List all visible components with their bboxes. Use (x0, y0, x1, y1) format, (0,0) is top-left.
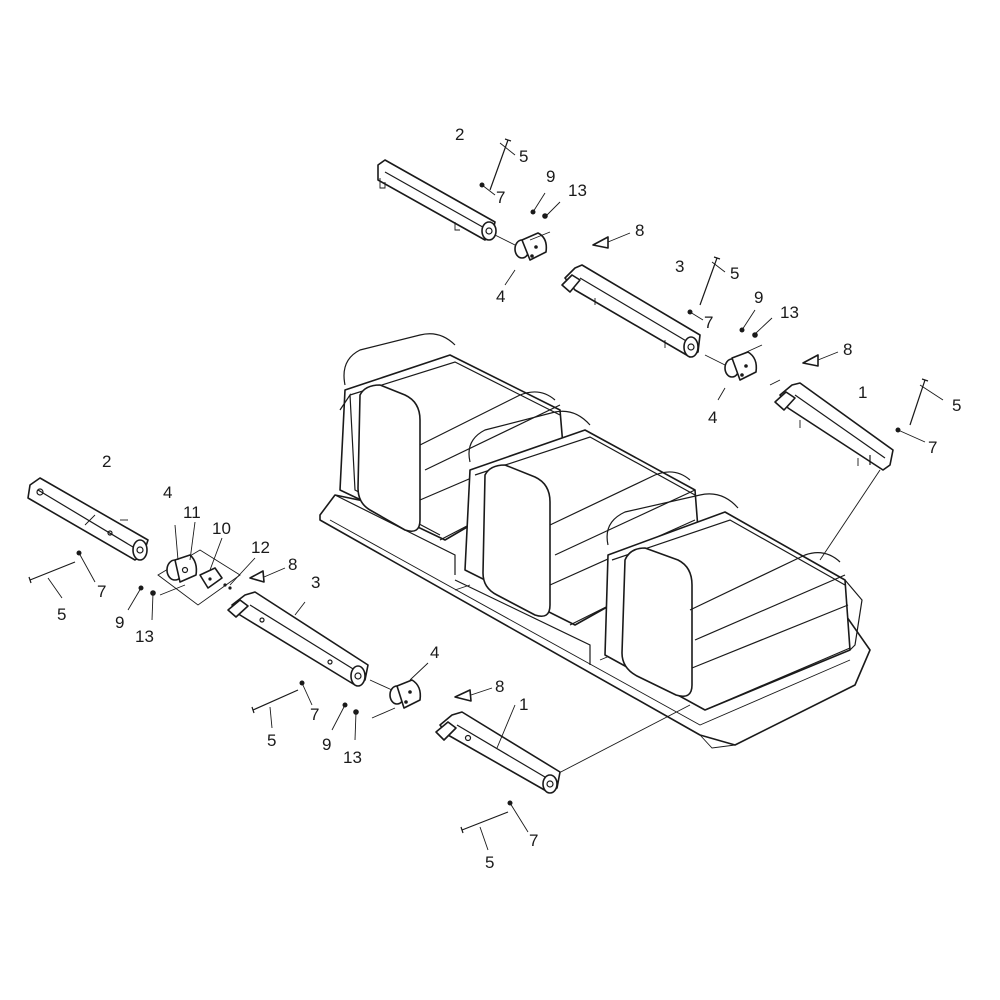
callout-lower-7b: 7 (310, 705, 319, 724)
upper-bracket-part-1 (774, 382, 894, 471)
upper-bushing-part-4a (514, 232, 548, 261)
callout-lower-13b: 13 (343, 748, 362, 767)
lower-hardware-row (27, 477, 561, 851)
callout-upper-2: 2 (455, 125, 464, 144)
upper-bolt-part-5c (909, 378, 944, 426)
callout-lower-7a: 7 (97, 582, 106, 601)
callout-upper-3: 3 (675, 257, 684, 276)
lower-bolt-part-5c (460, 811, 509, 851)
callout-lower-5b: 5 (267, 731, 276, 750)
callout-upper-7b: 7 (704, 313, 713, 332)
callout-upper-1: 1 (858, 383, 867, 402)
callout-upper-7c: 7 (928, 438, 937, 457)
callout-lower-4b: 4 (430, 643, 439, 662)
callout-lower-1: 1 (519, 695, 528, 714)
callout-upper-5b: 5 (730, 264, 739, 283)
callout-lower-3: 3 (311, 573, 320, 592)
callout-lower-5c: 5 (485, 853, 494, 872)
callout-upper-7a: 7 (496, 188, 505, 207)
callout-upper-13a: 13 (568, 181, 587, 200)
lower-beam-part-3 (227, 591, 369, 687)
upper-hardware-row (377, 138, 944, 471)
callout-upper-4b: 4 (708, 408, 717, 427)
callout-lower-11: 11 (183, 503, 201, 522)
callout-upper-4a: 4 (496, 287, 505, 306)
callout-lower-8a: 8 (288, 555, 297, 574)
callout-lower-5a: 5 (57, 605, 66, 624)
lower-bolt-part-5b (251, 689, 299, 729)
callout-lower-10: 10 (212, 519, 231, 538)
tank-3 (604, 493, 863, 711)
upper-bushing-part-4b (724, 351, 758, 381)
callout-upper-9b: 9 (754, 288, 763, 307)
upper-bolt-part-5a (489, 138, 516, 191)
callout-lower-7c: 7 (529, 831, 538, 850)
callout-upper-13b: 13 (780, 303, 799, 322)
callout-upper-5a: 5 (519, 147, 528, 166)
callout-lower-8b: 8 (495, 677, 504, 696)
callout-upper-5c: 5 (952, 396, 961, 415)
upper-beam-part-3 (561, 264, 701, 358)
tank-assembly (319, 333, 881, 776)
callout-lower-9a: 9 (115, 613, 124, 632)
callout-lower-9b: 9 (322, 735, 331, 754)
lower-bushing-group (157, 549, 241, 606)
callout-upper-9a: 9 (546, 167, 555, 186)
upper-beam-part-2 (377, 159, 497, 241)
upper-bolt-part-5b (699, 256, 726, 306)
callout-upper-8b: 8 (843, 340, 852, 359)
lower-bushing-part-4b (389, 679, 422, 709)
callout-lower-2: 2 (102, 452, 111, 471)
lower-beam-part-2 (27, 477, 149, 561)
callout-lower-12: 12 (251, 538, 270, 557)
callout-lower-13a: 13 (135, 627, 154, 646)
callout-upper-8a: 8 (635, 221, 644, 240)
lower-bolt-part-5a (28, 561, 76, 599)
callout-lower-4a: 4 (163, 483, 172, 502)
callout-labels: 2 5 7 9 13 8 4 3 5 7 9 13 8 4 1 5 7 2 4 … (57, 125, 961, 872)
lower-bracket-part-1 (435, 711, 561, 794)
